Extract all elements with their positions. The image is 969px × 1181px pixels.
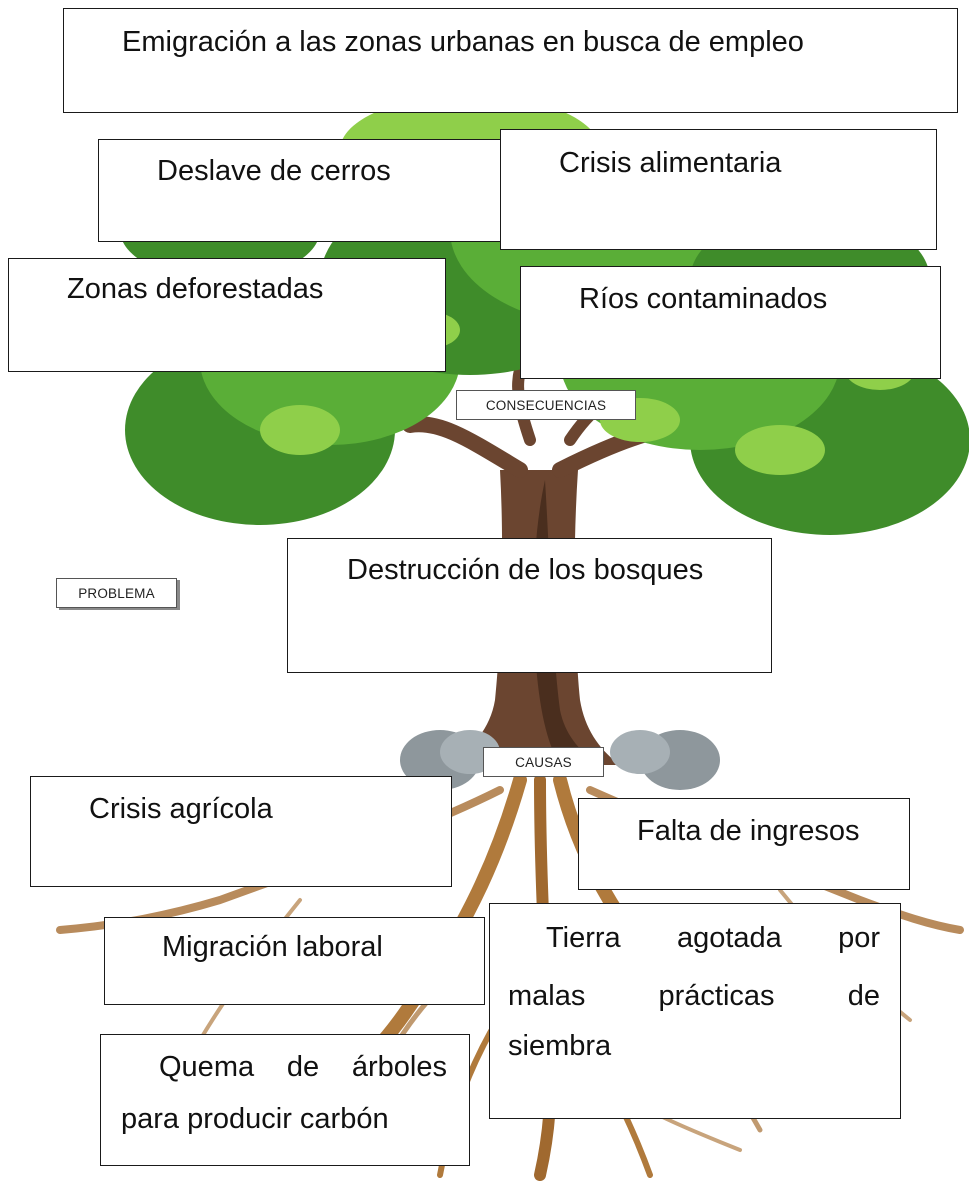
cause-text-line: Quema de árboles bbox=[159, 1051, 447, 1083]
consequence-box-landslides: Deslave de cerros bbox=[98, 139, 508, 242]
consequence-text: Ríos contaminados bbox=[579, 283, 828, 315]
consequence-box-food-crisis: Crisis alimentaria bbox=[500, 129, 937, 250]
cause-text-line: siembra bbox=[508, 1030, 612, 1062]
problem-text: Destrucción de los bosques bbox=[347, 554, 704, 586]
cause-box-exhausted-soil: Tierra agotada por malas prácticas de si… bbox=[489, 903, 901, 1119]
cause-text-line: malas prácticas de bbox=[508, 980, 880, 1012]
cause-box-lack-of-income: Falta de ingresos bbox=[578, 798, 910, 890]
cause-text-line: para producir carbón bbox=[121, 1103, 389, 1135]
cause-text: Falta de ingresos bbox=[637, 815, 860, 847]
cause-text: Migración laboral bbox=[162, 931, 383, 963]
consequence-box-emigration: Emigración a las zonas urbanas en busca … bbox=[63, 8, 958, 113]
problem-box-main: Destrucción de los bosques bbox=[287, 538, 772, 673]
consequence-text: Deslave de cerros bbox=[157, 155, 391, 187]
cause-box-labor-migration: Migración laboral bbox=[104, 917, 485, 1005]
consequence-text: Crisis alimentaria bbox=[559, 147, 782, 179]
problem-label: PROBLEMA bbox=[56, 578, 177, 608]
consequence-box-polluted-rivers: Ríos contaminados bbox=[520, 266, 941, 379]
causes-label: CAUSAS bbox=[483, 747, 604, 777]
cause-box-tree-burning: Quema de árboles para producir carbón bbox=[100, 1034, 470, 1166]
consequences-label: CONSECUENCIAS bbox=[456, 390, 636, 420]
cause-box-agricultural-crisis: Crisis agrícola bbox=[30, 776, 452, 887]
consequence-text: Emigración a las zonas urbanas en busca … bbox=[122, 26, 804, 58]
consequence-box-deforested: Zonas deforestadas bbox=[8, 258, 446, 372]
consequence-text: Zonas deforestadas bbox=[67, 273, 324, 305]
cause-text-line: Tierra agotada por bbox=[546, 922, 880, 954]
cause-text: Crisis agrícola bbox=[89, 793, 273, 825]
